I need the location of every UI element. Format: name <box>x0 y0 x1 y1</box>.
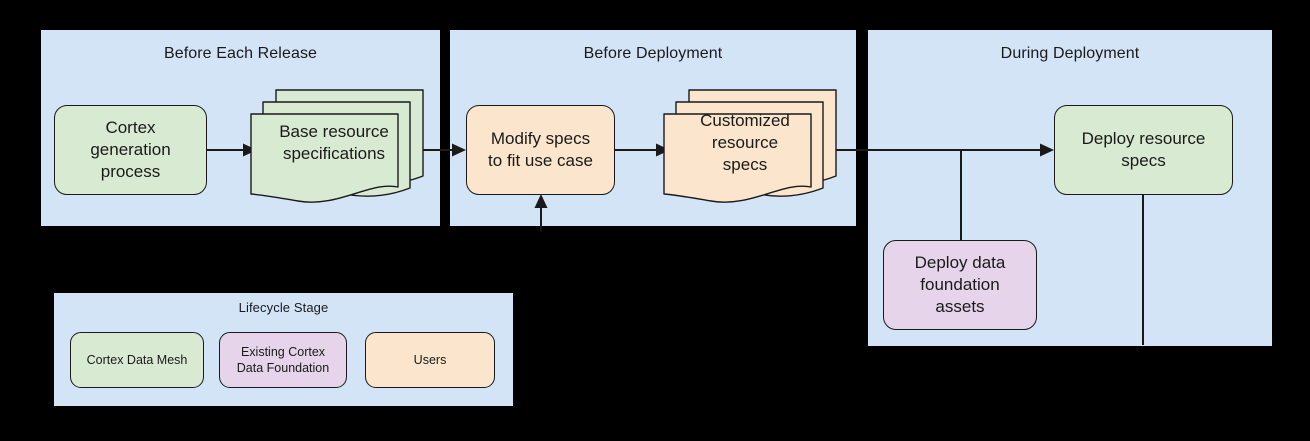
document-sheet-front <box>663 113 812 203</box>
legend-item-users[interactable]: Users <box>365 332 495 388</box>
edge-customspecs-to-deployspecs <box>826 143 1054 157</box>
node-modify-specs-to-fit-use-case[interactable]: Modify specs to fit use case <box>466 105 615 195</box>
legend-item-existing-cortex-data-foundation[interactable]: Existing Cortex Data Foundation <box>219 332 347 388</box>
legend-item-cortex-data-mesh[interactable]: Cortex Data Mesh <box>70 332 204 388</box>
node-label: Deploy resource specs <box>1081 129 1206 170</box>
document-stack-icon <box>250 89 424 203</box>
edge-external-to-modify <box>534 194 548 231</box>
panel-title-before-each-release: Before Each Release <box>163 45 318 62</box>
edge-modify-to-customspecs <box>615 143 670 157</box>
document-sheet-front <box>250 113 399 203</box>
node-customized-resource-specs[interactable]: Customized resource specs <box>663 88 838 206</box>
node-label: Modify specs to fit use case <box>488 129 593 170</box>
legend-item-label: Cortex Data Mesh <box>86 352 188 367</box>
node-deploy-data-foundation-assets[interactable]: Deploy data foundation assets <box>883 240 1037 330</box>
legend-item-label: Users <box>413 352 447 367</box>
node-base-resource-specifications[interactable]: Base resource specifications <box>250 88 425 206</box>
edge-cortexgen-to-basespecs <box>207 143 257 157</box>
legend-item-label: Existing Cortex Data Foundation <box>236 344 330 375</box>
node-cortex-generation-process[interactable]: Cortex generation process <box>54 105 207 195</box>
node-label: Customized resource specs <box>700 111 790 174</box>
node-label: Cortex generation process <box>90 118 171 181</box>
node-deploy-resource-specs[interactable]: Deploy resource specs <box>1054 105 1233 195</box>
legend-title: Lifecycle Stage <box>238 300 329 315</box>
panel-title-before-deployment: Before Deployment <box>583 45 723 62</box>
node-label: Base resource specifications <box>279 122 389 163</box>
document-stack-icon <box>663 89 837 203</box>
node-label: Deploy data foundation assets <box>914 253 1006 316</box>
panel-title-during-deployment: During Deployment <box>1000 45 1140 62</box>
